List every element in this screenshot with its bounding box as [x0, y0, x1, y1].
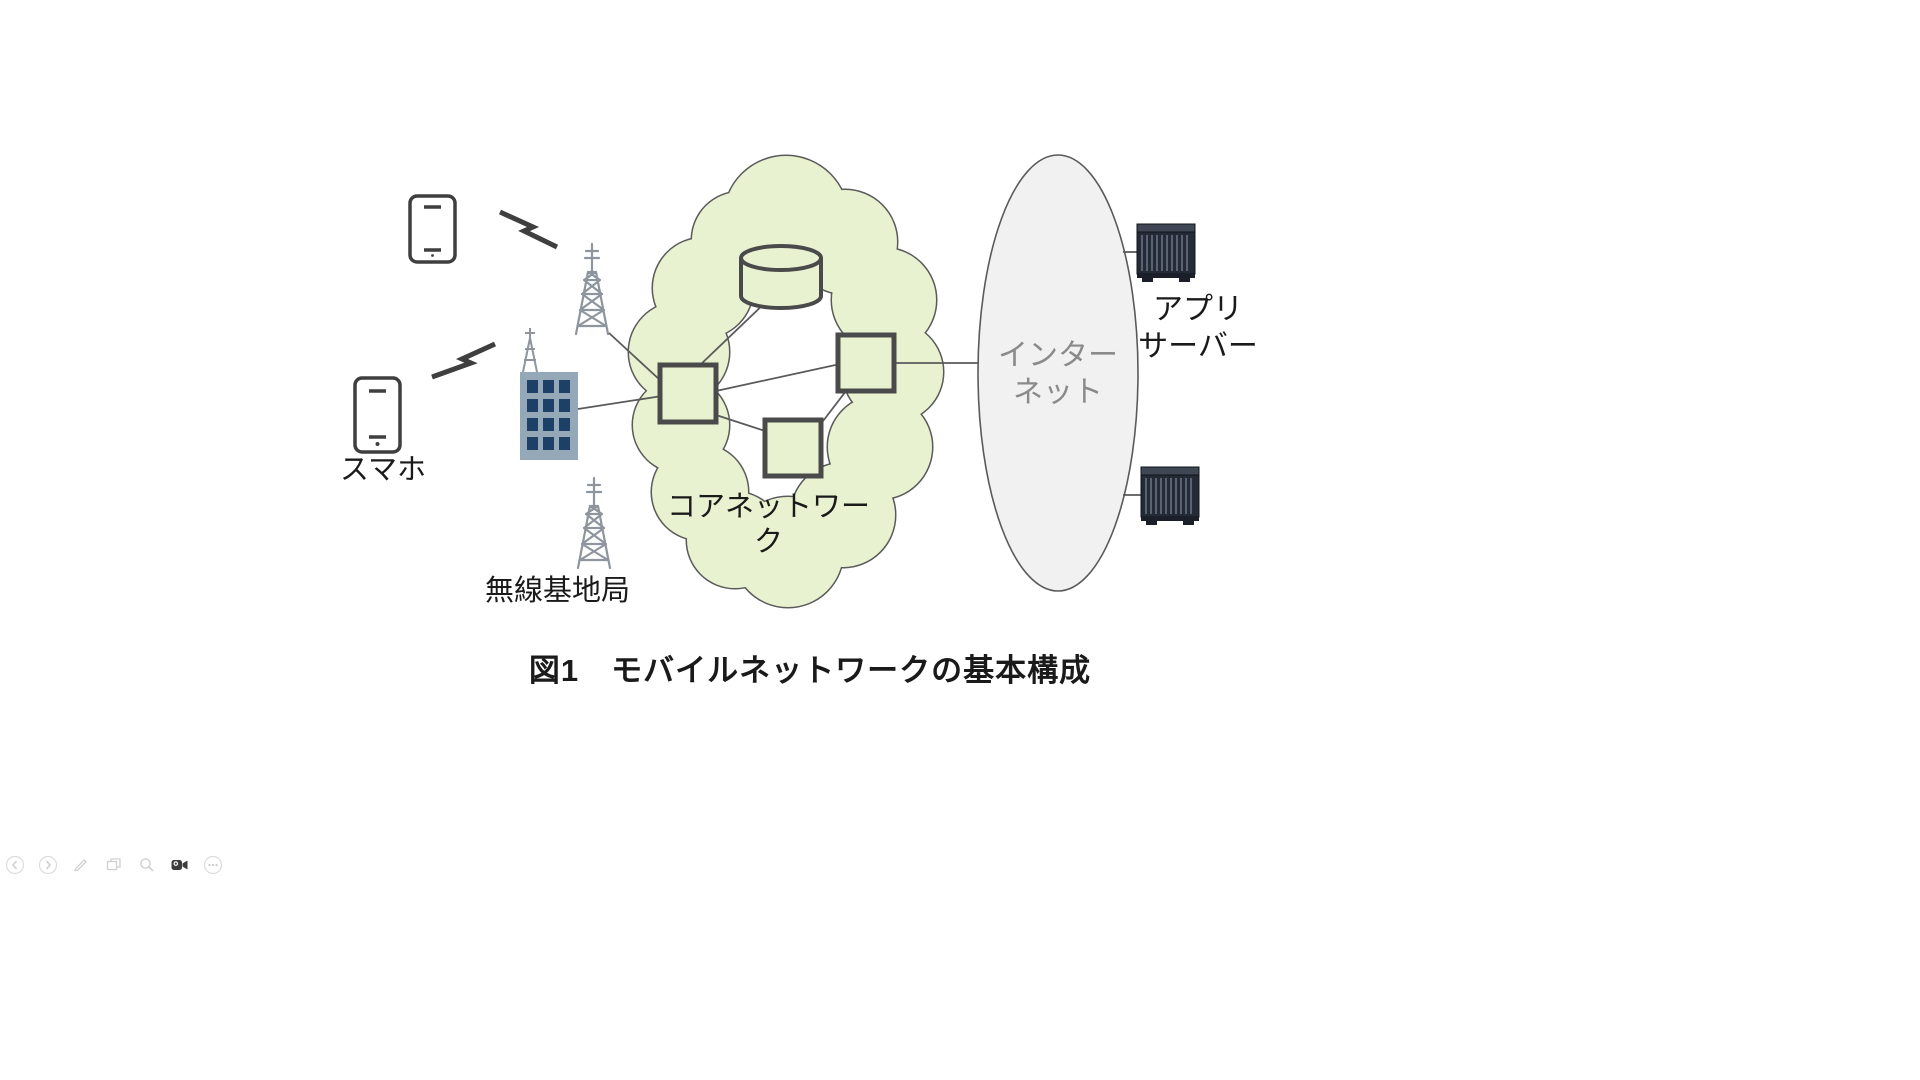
- app-server-icon: [1140, 466, 1200, 526]
- internet-ellipse: [977, 154, 1139, 592]
- wireless-signal-icon: [431, 341, 497, 380]
- smartphone-icon: [408, 194, 457, 264]
- database-cylinder-icon: [739, 244, 823, 310]
- next-icon: [38, 855, 58, 875]
- app-server-label-line1: アプリ: [1153, 293, 1243, 326]
- more-icon: [203, 855, 223, 875]
- app-server-label: アプリ サーバー: [1122, 292, 1274, 365]
- smartphone-icon: [353, 376, 402, 454]
- building-windows: [527, 380, 570, 450]
- wireless-signal-icon: [498, 209, 559, 250]
- core-network-label: コアネットワーク: [666, 491, 870, 559]
- network-links: [577, 251, 1143, 496]
- cell-tower-icon: [576, 476, 612, 570]
- slides-panel-button[interactable]: [103, 854, 125, 876]
- network-node: [835, 332, 897, 394]
- viewer-toolbar: [4, 854, 224, 876]
- zoom-button[interactable]: [136, 854, 158, 876]
- network-node: [657, 362, 719, 425]
- app-server-icon: [1136, 223, 1196, 283]
- previous-icon: [5, 855, 25, 875]
- pen-icon: [73, 859, 87, 872]
- internet-label-line2: ネット: [1013, 375, 1103, 409]
- app-server-label-line2: サーバー: [1138, 329, 1258, 363]
- internet-label: インター ネット: [980, 338, 1136, 411]
- rooftop-antenna-icon: [522, 328, 538, 373]
- more-options-button[interactable]: [202, 854, 224, 876]
- internet-label-line1: インター: [998, 339, 1118, 372]
- pen-tool-button[interactable]: [70, 854, 92, 876]
- office-building-icon: [520, 328, 578, 460]
- previous-slide-button[interactable]: [4, 854, 26, 876]
- camera-button[interactable]: [169, 854, 191, 876]
- zoom-icon: [140, 858, 154, 872]
- base-station-label: 無線基地局: [484, 575, 630, 607]
- slides-icon: [106, 858, 121, 871]
- cell-tower-icon: [574, 242, 610, 336]
- smartphone-label: スマホ: [339, 454, 427, 486]
- network-node: [762, 417, 824, 479]
- next-slide-button[interactable]: [37, 854, 59, 876]
- figure-caption: 図1 モバイルネットワークの基本構成: [528, 653, 1092, 688]
- camera-icon: [171, 860, 188, 870]
